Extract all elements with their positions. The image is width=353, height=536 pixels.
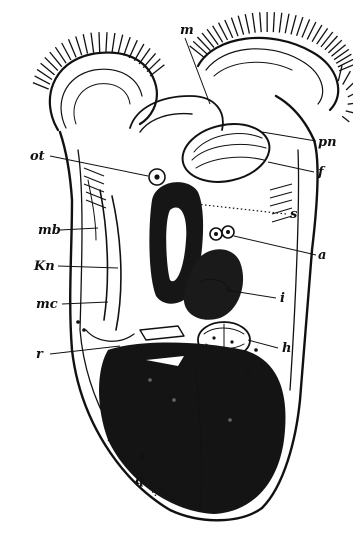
label-pn: pn xyxy=(318,135,337,150)
label-Kn: Kn xyxy=(33,259,55,274)
foot xyxy=(177,116,275,189)
label-mb: mb xyxy=(38,223,61,238)
label-s: s xyxy=(290,207,298,222)
anal-vesicles xyxy=(210,226,234,240)
label-a: a xyxy=(318,248,326,263)
label-i: i xyxy=(280,291,285,306)
label-q: q xyxy=(135,473,144,488)
label-f: f xyxy=(317,165,326,180)
muscle-band xyxy=(84,168,134,341)
label-ot: ot xyxy=(30,149,45,164)
label-r: r xyxy=(36,347,44,362)
visceral-mass xyxy=(99,343,285,515)
label-mc: mc xyxy=(36,297,58,312)
label-m: m xyxy=(180,23,194,38)
label-h: h xyxy=(282,341,291,356)
label-c: c xyxy=(140,449,148,464)
right-striations xyxy=(270,184,292,222)
